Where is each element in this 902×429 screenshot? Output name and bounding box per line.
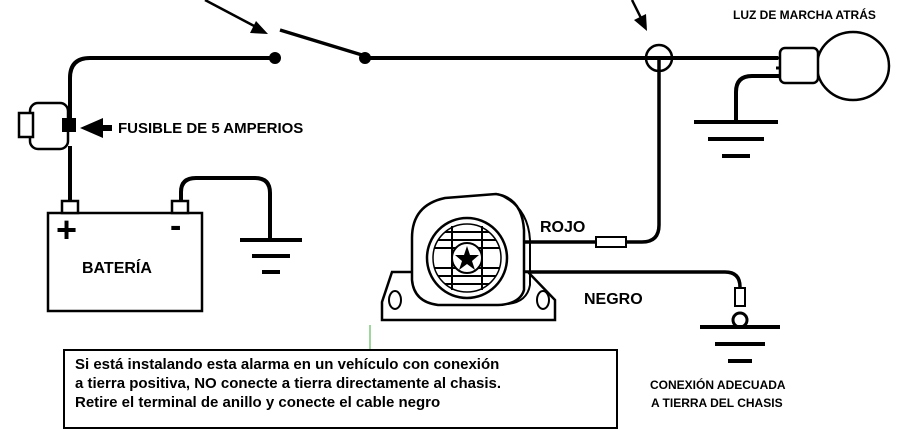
chassis-ground-label-line2: A TIERRA DEL CHASIS xyxy=(651,396,783,410)
battery-minus-sign: - xyxy=(170,207,182,245)
fuse-holder xyxy=(17,101,76,151)
wiring-diagram: LUZ DE MARCHA ATRÁS FUSIBLE DE 5 AMPERIO… xyxy=(17,0,891,429)
note-line: Retire el terminal de anillo y conecte e… xyxy=(75,394,441,411)
black-wire-label: NEGRO xyxy=(584,291,643,308)
ring-terminal xyxy=(731,311,749,329)
battery-ground-symbol xyxy=(240,238,302,274)
red-wire-splice xyxy=(595,236,627,248)
switch-pointer-arrow xyxy=(204,0,268,34)
wiring-diagram-drawing xyxy=(17,0,891,363)
backup-alarm xyxy=(380,192,557,322)
red-wire-label: ROJO xyxy=(540,219,586,236)
chassis-ground-symbol xyxy=(700,325,780,363)
star-icon xyxy=(455,246,479,270)
backup-light-label: LUZ DE MARCHA ATRÁS xyxy=(733,8,876,22)
battery-label: BATERÍA xyxy=(82,260,152,277)
fuse-pointer-arrow xyxy=(80,118,112,138)
fuse-to-switch-wire xyxy=(68,56,275,118)
switch xyxy=(269,28,371,64)
note-line: Si está instalando esta alarma en un veh… xyxy=(75,356,500,373)
junction-pointer-arrow xyxy=(630,0,647,31)
red-wire xyxy=(595,60,661,244)
battery-ground-wire xyxy=(179,176,272,238)
light-ground-symbol xyxy=(694,120,778,158)
fuse-label: FUSIBLE DE 5 AMPERIOS xyxy=(118,120,304,137)
light-ground-wire xyxy=(734,74,780,120)
battery xyxy=(46,199,204,313)
backup-light-bulb xyxy=(776,30,891,102)
battery-plus-sign: + xyxy=(56,209,78,250)
warning-note-box: Si está instalando esta alarma en un veh… xyxy=(63,349,618,429)
note-line: a tierra positiva, NO conecte a tierra d… xyxy=(75,375,502,392)
chassis-ground-label-line1: CONEXIÓN ADECUADA xyxy=(650,378,786,392)
black-wire xyxy=(520,270,742,305)
